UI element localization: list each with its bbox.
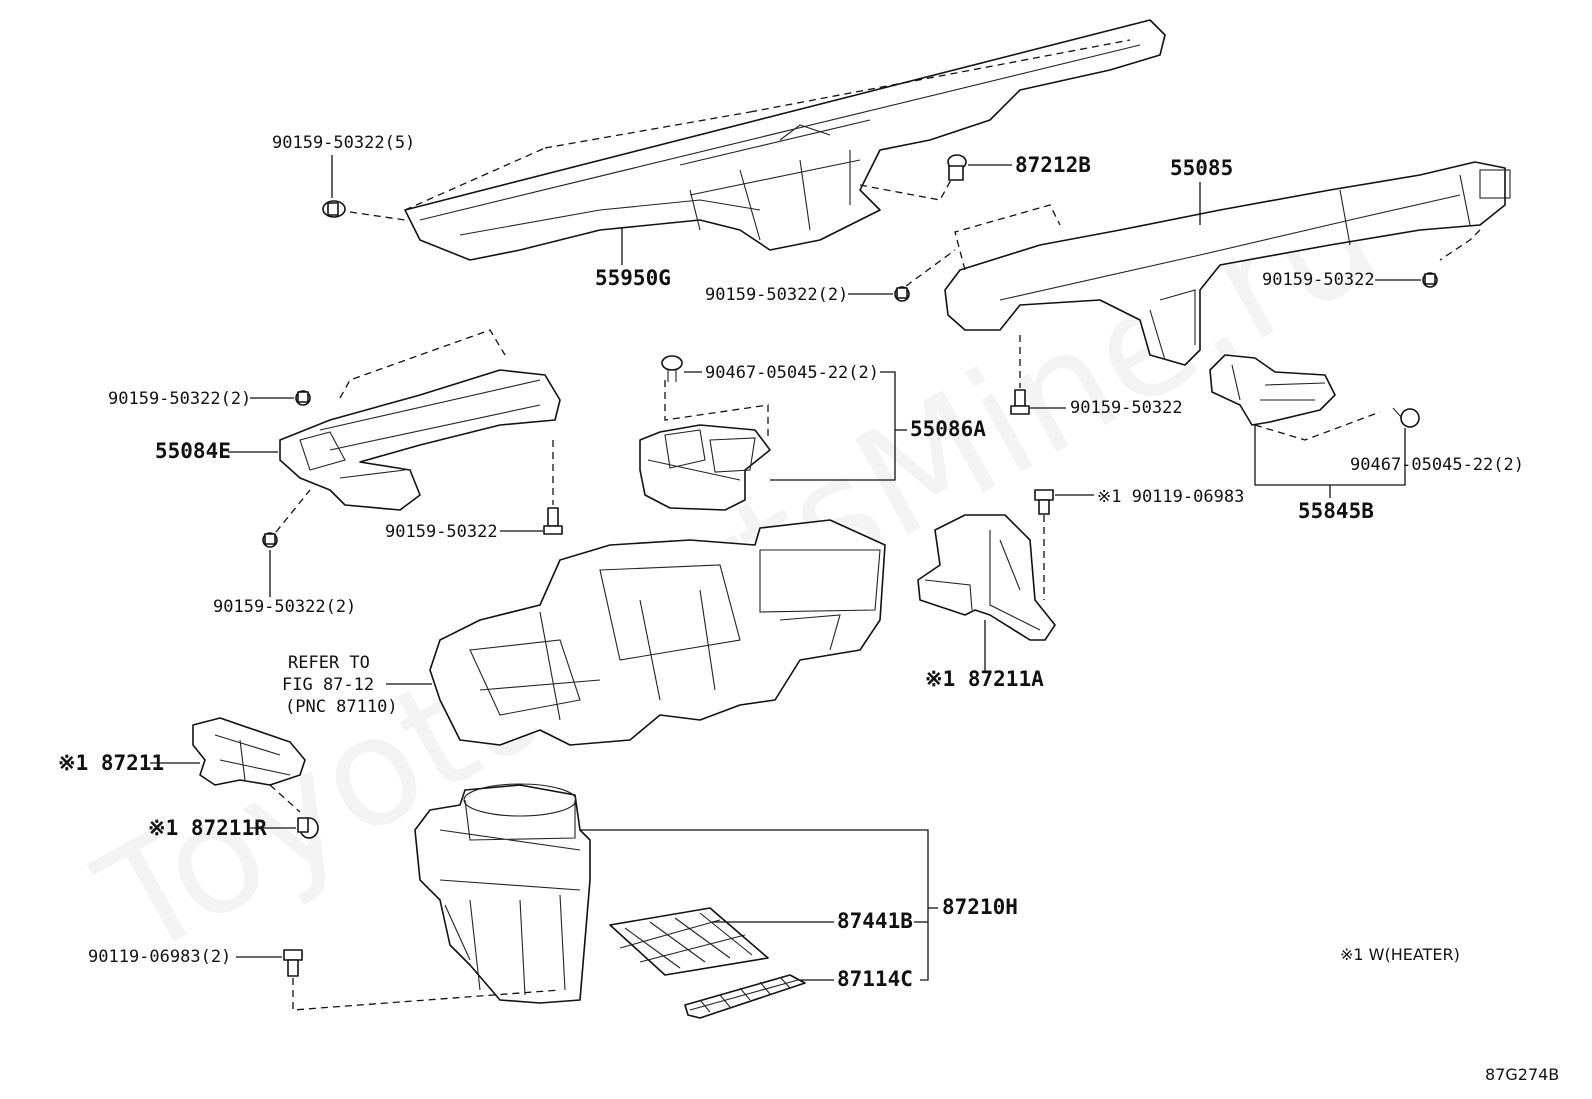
label-90159-50322-lower[interactable]: 90159-50322 (1070, 398, 1183, 418)
duct-87211a[interactable] (917, 514, 1056, 641)
clip-90467-05045-22-2-mid[interactable] (661, 355, 683, 382)
bolt-90159-50322-2-top[interactable] (894, 286, 910, 302)
bolt-90119-06983[interactable] (1034, 489, 1054, 515)
duct-55845b[interactable] (1209, 354, 1336, 426)
label-90119-06983-2[interactable]: 90119-06983(2) (88, 947, 231, 967)
filter-87441b[interactable] (609, 907, 769, 976)
duct-55084e[interactable] (279, 369, 561, 511)
clip-90467-05045-22-2-right[interactable] (1392, 407, 1420, 428)
label-55085[interactable]: 55085 (1170, 156, 1233, 180)
label-90467-05045-22-2-right[interactable]: 90467-05045-22(2) (1350, 455, 1524, 475)
bolt-90159-50322-2-left[interactable] (295, 390, 311, 406)
clip-87212b[interactable] (947, 154, 967, 181)
duct-55085[interactable] (944, 161, 1511, 366)
label-87441b[interactable]: 87441B (837, 909, 913, 933)
label-90119-06983[interactable]: ※1 90119-06983 (1097, 487, 1244, 507)
label-55845b[interactable]: 55845B (1298, 499, 1374, 523)
label-87212b[interactable]: 87212B (1015, 153, 1091, 177)
label-90159-50322-right[interactable]: 90159-50322 (1262, 270, 1375, 290)
diagram-code: 87G274B (1485, 1065, 1559, 1084)
heater-unit-assembly[interactable] (429, 519, 886, 746)
bolt-90159-50322-2-bottom[interactable] (262, 532, 278, 548)
label-refer-line2: FIG 87-12 (282, 675, 374, 695)
label-55950g[interactable]: 55950G (595, 266, 671, 290)
label-87211r[interactable]: ※1 87211R (148, 816, 267, 840)
bolt-90159-50322-lower[interactable] (1010, 389, 1030, 415)
label-90159-50322-2-top[interactable]: 90159-50322(2) (705, 285, 848, 305)
clip-87211r[interactable] (297, 817, 319, 839)
label-55086a[interactable]: 55086A (910, 417, 986, 441)
label-87114c[interactable]: 87114C (837, 967, 913, 991)
grille-87114c[interactable] (684, 974, 806, 1019)
bolt-90159-50322-mid[interactable] (543, 507, 563, 535)
bolt-90119-06983-2[interactable] (283, 949, 303, 977)
blower-unit-87210h[interactable] (414, 783, 591, 1004)
label-90159-50322-5[interactable]: 90159-50322(5) (272, 133, 415, 153)
label-refer-line3: (PNC 87110) (285, 697, 398, 717)
label-90159-50322-2-bottom[interactable]: 90159-50322(2) (213, 597, 356, 617)
label-55084e[interactable]: 55084E (155, 439, 231, 463)
label-refer-line1: REFER TO (288, 653, 370, 673)
duct-87211[interactable] (192, 717, 306, 786)
bolt-90159-50322-right[interactable] (1422, 272, 1438, 288)
legend-note: ※1 W(HEATER) (1340, 945, 1460, 964)
label-90159-50322-2-left[interactable]: 90159-50322(2) (108, 389, 251, 409)
label-87211[interactable]: ※1 87211 (58, 751, 164, 775)
panel-55950g[interactable] (404, 19, 1166, 261)
duct-55086a[interactable] (639, 424, 771, 511)
label-90159-50322-mid[interactable]: 90159-50322 (385, 522, 498, 542)
label-90467-05045-22-2-mid[interactable]: 90467-05045-22(2) (705, 363, 879, 383)
bolt-90159-50322-5[interactable] (322, 200, 346, 218)
label-87210h[interactable]: 87210H (942, 895, 1018, 919)
